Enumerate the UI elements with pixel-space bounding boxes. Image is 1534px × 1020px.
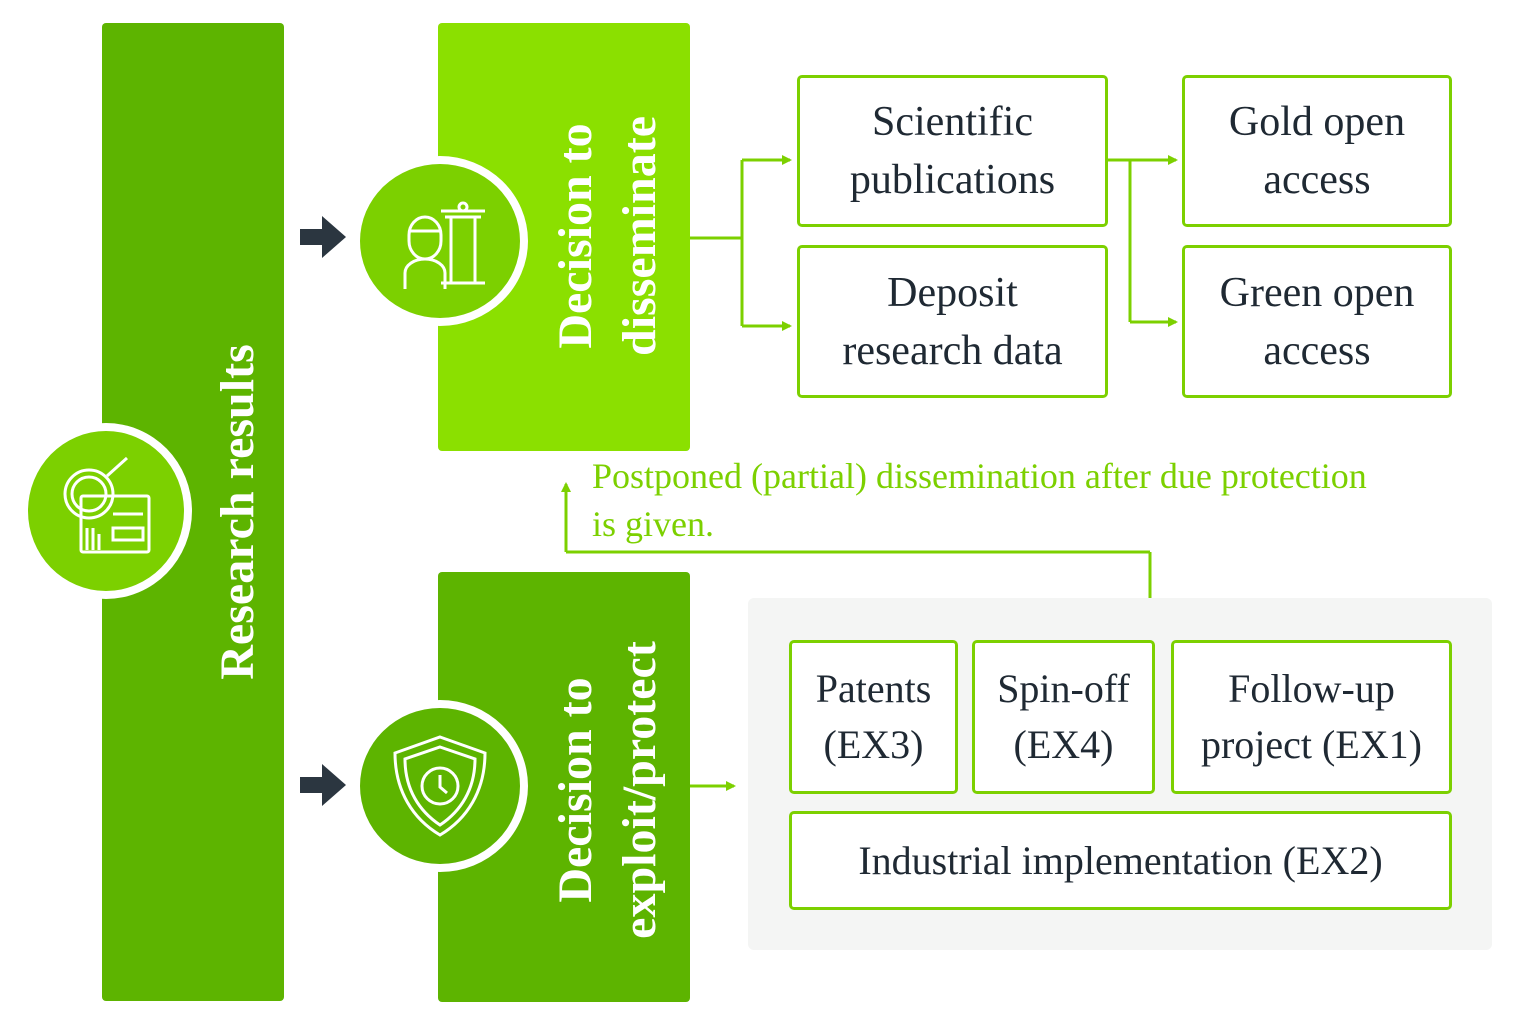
dissemination-circle (352, 156, 528, 326)
industrial-implementation-box: Industrial implementation (EX2) (789, 811, 1452, 910)
scientific-publications-box: Scientific publications (797, 75, 1108, 227)
shield-clock-icon (393, 735, 487, 837)
arrow-to-dissemination-icon (300, 216, 346, 258)
gold-open-access-box: Gold open access (1182, 75, 1452, 227)
postponed-dissemination-note: Postponed (partial) dissemination after … (592, 456, 1367, 544)
deposit-research-data-box: Deposit research data (797, 245, 1108, 398)
patents-box: Patents (EX3) (789, 640, 958, 794)
green-open-access-box: Green open access (1182, 245, 1452, 398)
follow-up-project-box: Follow-up project (EX1) (1171, 640, 1452, 794)
research-circle (20, 423, 192, 599)
spin-off-box: Spin-off (EX4) (972, 640, 1155, 794)
arrow-to-exploitation-icon (300, 764, 346, 806)
presenter-podium-icon (403, 201, 485, 289)
magnifier-document-icon (63, 456, 151, 554)
exploitation-circle (352, 700, 528, 872)
